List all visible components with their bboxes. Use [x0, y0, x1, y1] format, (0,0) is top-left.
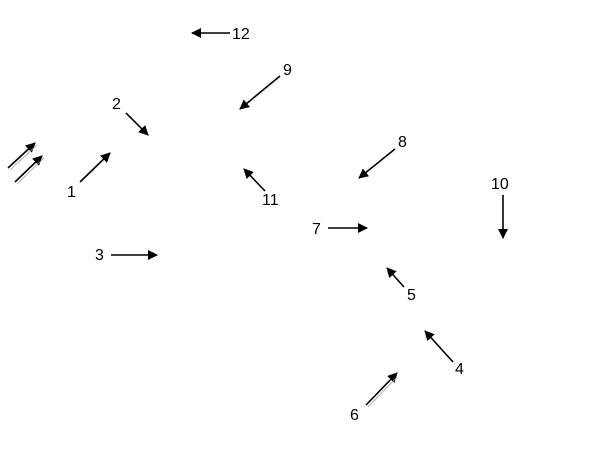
arrow-11: 11: [243, 168, 279, 209]
arrow-label: 9: [283, 62, 292, 79]
arrow-8: 8: [358, 134, 407, 179]
arrow-label: 8: [398, 134, 407, 151]
arrow-5: 5: [386, 267, 416, 304]
arrow-label: 5: [407, 287, 416, 304]
arrow-6: 6: [350, 372, 398, 424]
arrow-down-left-icon: [239, 75, 281, 110]
arrow-label: 11: [262, 192, 279, 209]
double-arrow-up-right-icon: [7, 142, 45, 185]
arrow-up-right-icon: [79, 152, 111, 183]
arrow-down-right-icon: [125, 112, 149, 136]
arrow-label: 4: [455, 361, 464, 378]
arrow-label: 6: [350, 407, 359, 424]
arrow-label: 2: [112, 96, 121, 113]
arrow-4: 4: [424, 330, 464, 378]
arrow-label: 12: [232, 26, 250, 43]
arrow-label: 10: [491, 176, 509, 193]
arrow-up-left-icon: [424, 330, 454, 363]
arrow-up-left-icon: [386, 267, 405, 288]
arrow-10: 10: [491, 176, 509, 239]
arrow-up-right-icon: [365, 372, 398, 406]
arrow-12: 12: [191, 26, 250, 43]
arrow-down-left-icon: [358, 148, 396, 179]
arrow-9: 9: [239, 62, 292, 110]
arrow-up-left-icon: [243, 168, 266, 192]
arrow-1: 1: [67, 152, 111, 201]
arrow-2: 2: [112, 96, 149, 136]
arrow-3: 3: [95, 247, 158, 264]
arrow-label: 7: [312, 221, 321, 238]
arrow-label: 3: [95, 247, 104, 264]
arrow-label: 1: [67, 184, 76, 201]
arrow-7: 7: [312, 221, 368, 238]
